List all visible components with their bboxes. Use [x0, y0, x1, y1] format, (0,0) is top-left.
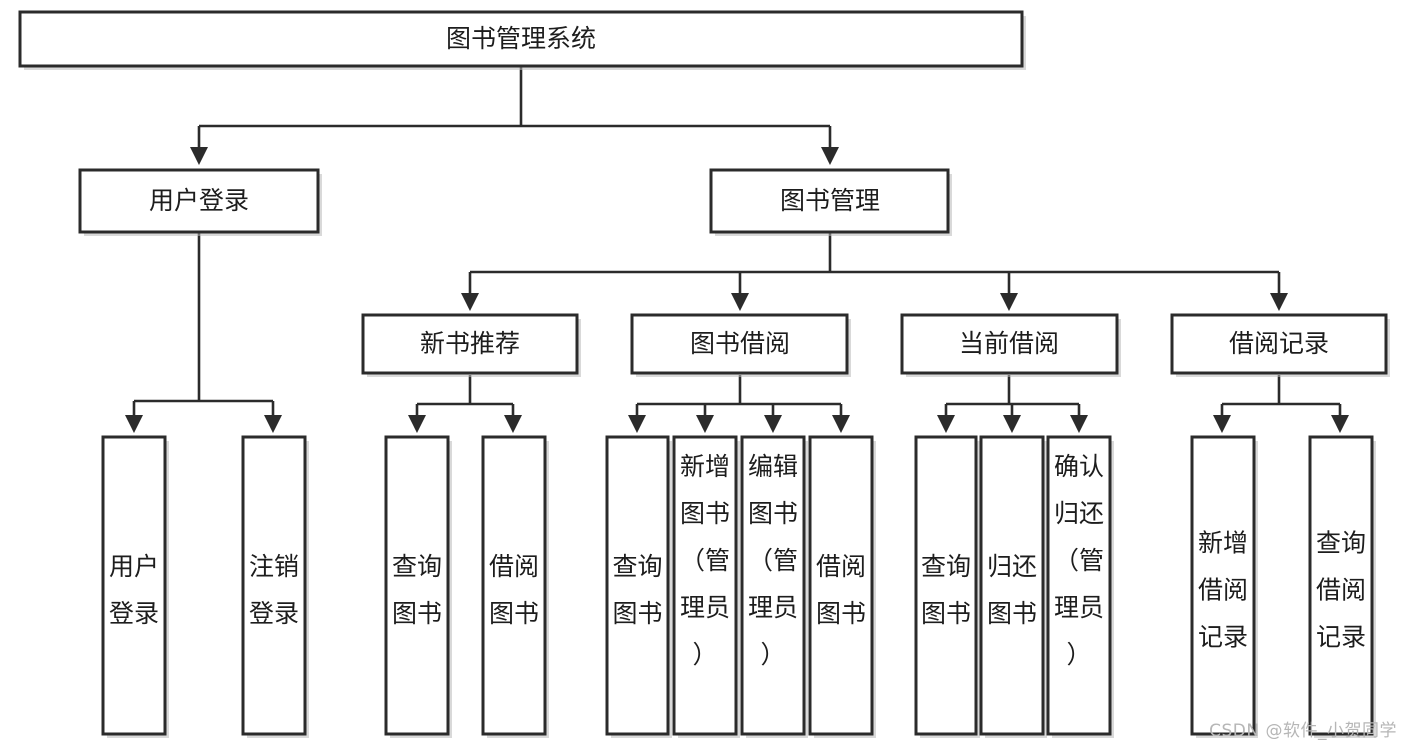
leaf-label: 借阅图书: [816, 552, 866, 628]
node-user-login[interactable]: 用户登录: [78, 168, 322, 236]
book-borrow-label: 图书借阅: [690, 329, 790, 358]
current-borrow-box: [900, 313, 1119, 375]
leaf-label: 新增借阅记录: [1198, 529, 1248, 652]
borrow-record-box: [1170, 313, 1388, 375]
book-borrow-box: [630, 313, 849, 375]
node-new-book-recommend[interactable]: 新书推荐: [361, 313, 581, 377]
leaf-label: 新增图书（管理员）: [680, 452, 730, 669]
leaf-box: [914, 435, 978, 736]
leaf-box: [740, 435, 806, 736]
node-current-borrow[interactable]: 当前借阅: [900, 313, 1121, 377]
borrow-record-label: 借阅记录: [1229, 329, 1329, 358]
leaf-label: 借阅图书: [489, 552, 539, 628]
root-label: 图书管理系统: [446, 24, 596, 53]
leaf-node[interactable]: 查询图书: [914, 435, 980, 738]
leaf-label: 确认归还（管理员）: [1054, 452, 1104, 669]
leaf-box: [481, 435, 547, 736]
leaf-box: [979, 435, 1045, 736]
leaf-box: [241, 435, 307, 736]
node-root[interactable]: 图书管理系统: [18, 10, 1026, 70]
leaf-box: [605, 435, 670, 736]
leaf-node[interactable]: 借阅图书: [808, 435, 876, 738]
book-management-box: [709, 168, 950, 234]
user-login-label: 用户登录: [149, 186, 249, 215]
node-book-management[interactable]: 图书管理: [709, 168, 952, 236]
leaf-box: [672, 435, 738, 736]
leaf-node[interactable]: 查询借阅记录: [1308, 435, 1376, 738]
new-book-recommend-box: [361, 313, 579, 375]
leaf-box: [1046, 435, 1112, 736]
leaf-box: [384, 435, 450, 736]
book-management-label: 图书管理: [780, 186, 880, 215]
leaf-node[interactable]: 编辑图书（管理员）: [740, 435, 808, 738]
leaf-node[interactable]: 借阅图书: [481, 435, 549, 738]
root-box: [18, 10, 1024, 68]
leaf-label: 查询借阅记录: [1316, 529, 1366, 652]
leaf-box: [808, 435, 874, 736]
leaf-nodes: 用户登录注销登录查询图书借阅图书查询图书新增图书（管理员）编辑图书（管理员）借阅…: [101, 435, 1376, 738]
edges: [124, 66, 1350, 434]
node-borrow-record[interactable]: 借阅记录: [1170, 313, 1390, 377]
leaf-box: [1308, 435, 1374, 736]
leaf-label: 查询图书: [921, 552, 971, 628]
leaf-node[interactable]: 用户登录: [101, 435, 169, 738]
leaf-node[interactable]: 查询图书: [384, 435, 452, 738]
leaf-label: 查询图书: [392, 552, 442, 628]
current-borrow-label: 当前借阅: [959, 329, 1059, 358]
leaf-label: 注销登录: [249, 552, 299, 628]
leaf-label: 查询图书: [612, 552, 662, 628]
leaf-node[interactable]: 注销登录: [241, 435, 309, 738]
leaf-label: 用户登录: [109, 552, 159, 628]
leaf-label: 编辑图书（管理员）: [748, 452, 798, 669]
leaf-node[interactable]: 新增图书（管理员）: [672, 435, 740, 738]
user-login-box: [78, 168, 320, 234]
node-book-borrow[interactable]: 图书借阅: [630, 313, 851, 377]
leaf-label: 归还图书: [987, 552, 1037, 628]
leaf-box: [101, 435, 167, 736]
leaf-node[interactable]: 查询图书: [605, 435, 672, 738]
leaf-box: [1190, 435, 1256, 736]
new-book-recommend-label: 新书推荐: [420, 329, 520, 358]
leaf-node[interactable]: 确认归还（管理员）: [1046, 435, 1114, 738]
leaf-node[interactable]: 归还图书: [979, 435, 1047, 738]
leaf-node[interactable]: 新增借阅记录: [1190, 435, 1258, 738]
